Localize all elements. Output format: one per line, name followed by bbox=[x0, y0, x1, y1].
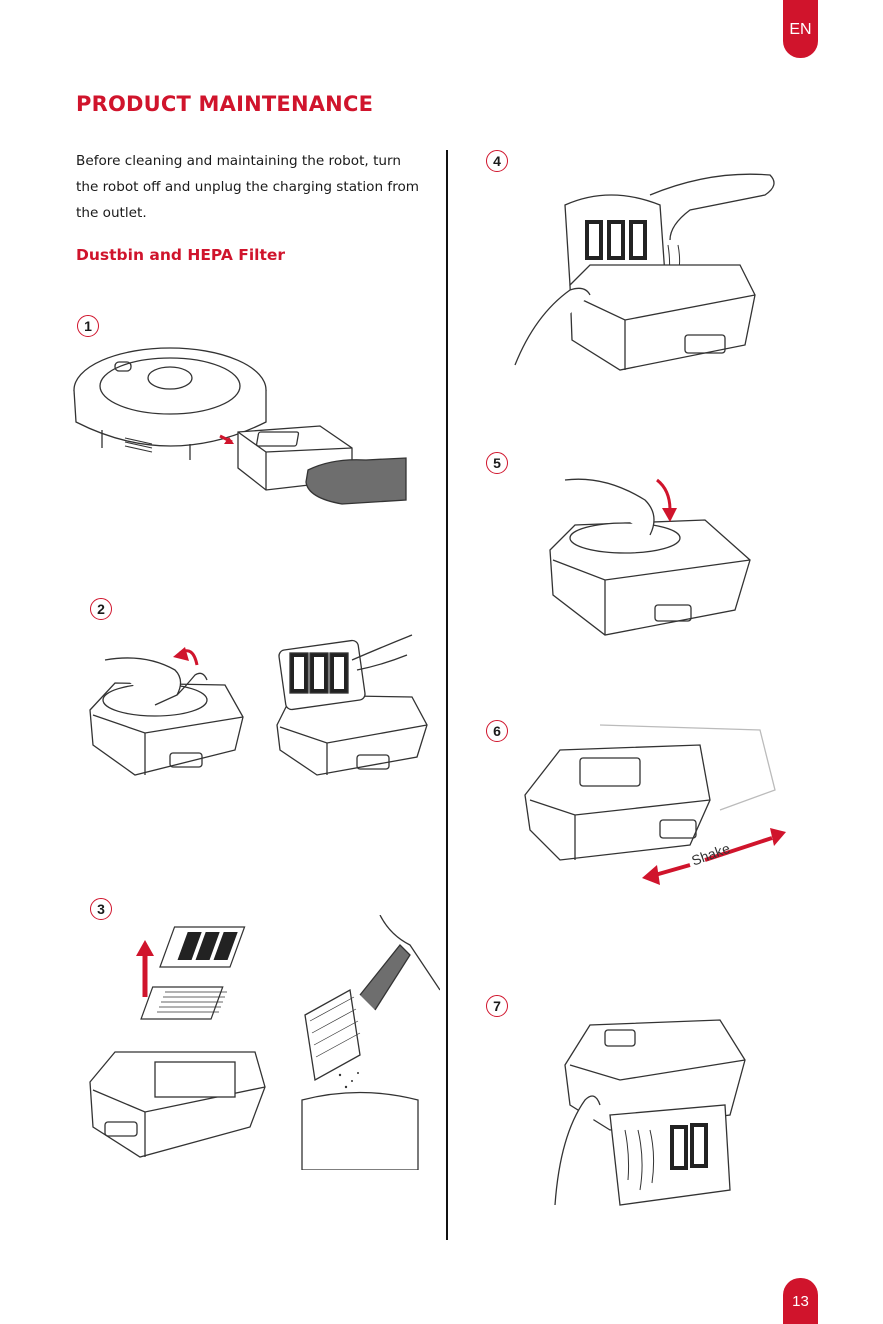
illustration-step-5 bbox=[545, 470, 755, 645]
step-number-5: 5 bbox=[486, 452, 508, 474]
language-tab: EN bbox=[783, 0, 818, 58]
intro-paragraph: Before cleaning and maintaining the robo… bbox=[76, 148, 426, 226]
step-number-4: 4 bbox=[486, 150, 508, 172]
step-number-6: 6 bbox=[486, 720, 508, 742]
illustration-step-2b bbox=[272, 625, 432, 795]
column-divider bbox=[446, 150, 448, 1240]
illustration-step-2a bbox=[85, 625, 250, 795]
step-number-2: 2 bbox=[90, 598, 112, 620]
illustration-step-3a bbox=[85, 912, 270, 1167]
step-number-1: 1 bbox=[77, 315, 99, 337]
illustration-step-7 bbox=[550, 1005, 755, 1215]
step-number-7: 7 bbox=[486, 995, 508, 1017]
page-number: 13 bbox=[783, 1278, 818, 1324]
section-title: Dustbin and HEPA Filter bbox=[76, 246, 285, 264]
illustration-step-3b bbox=[300, 915, 440, 1170]
illustration-step-6 bbox=[520, 720, 800, 890]
illustration-step-1 bbox=[70, 340, 410, 505]
page-title: PRODUCT MAINTENANCE bbox=[76, 92, 373, 116]
illustration-step-4 bbox=[510, 165, 780, 385]
